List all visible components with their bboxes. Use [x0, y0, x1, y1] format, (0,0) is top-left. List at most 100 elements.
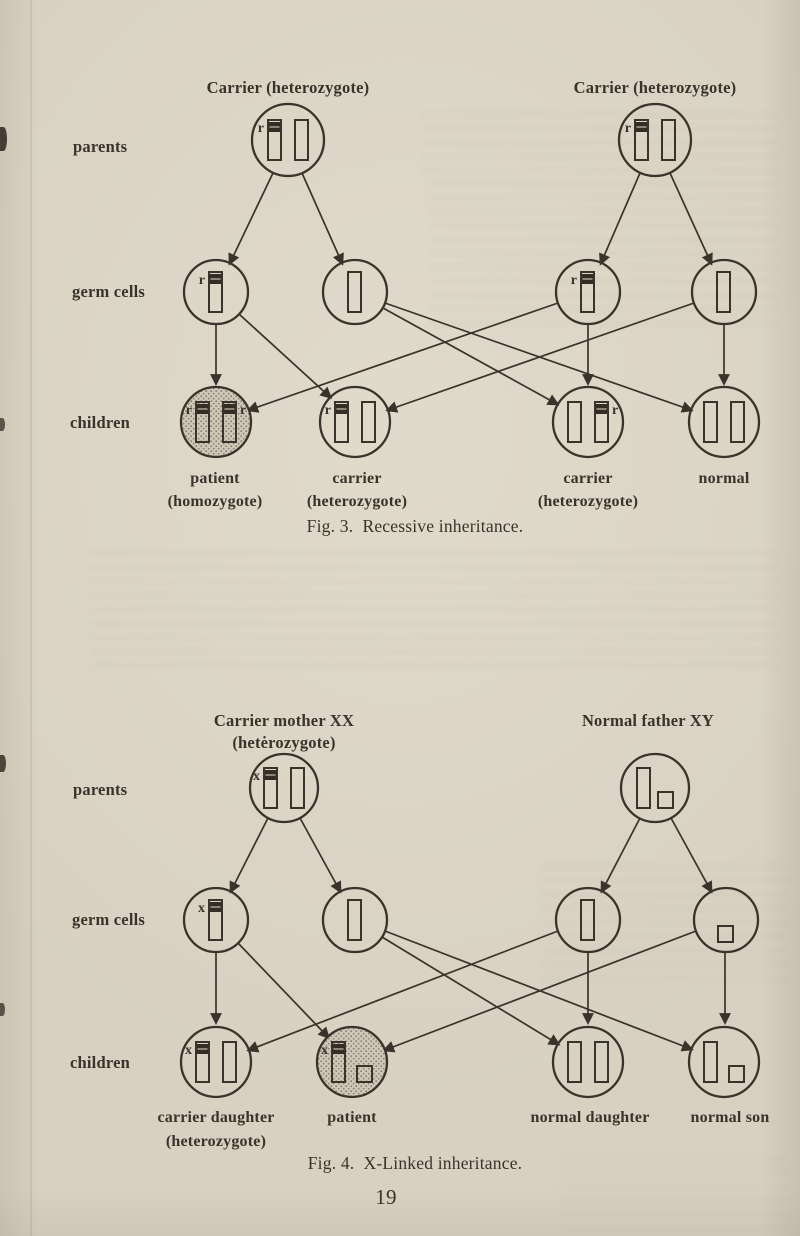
chromosome-banded-bar: [267, 119, 282, 161]
allele-label: r: [625, 121, 631, 136]
y-chromosome: [717, 925, 734, 943]
chromosome-bar: [703, 401, 718, 443]
descent-line: [669, 172, 713, 266]
descent-line: [299, 817, 342, 894]
allele-label: r: [186, 403, 192, 418]
descent-line: [599, 172, 641, 266]
fig4-mother-cell: [248, 752, 320, 824]
fig3-child-label: patient: [190, 470, 240, 487]
chromosome-bar: [222, 1041, 237, 1083]
descent-line: [246, 302, 559, 413]
chromosome-bar: [567, 401, 582, 443]
descent-line: [228, 172, 274, 266]
fig4-row-label-children: children: [70, 1053, 130, 1072]
allele-label: r: [325, 403, 331, 418]
descent-line: [600, 817, 641, 894]
fig4-xlinked-diagram: Carrier mother XX (hetėrozygote) Normal…: [70, 711, 769, 1173]
descent-line: [301, 172, 344, 266]
fig3-row-label-germ-cells: germ cells: [72, 282, 145, 301]
fig3-germ-cell-1: [182, 258, 250, 326]
chromosome-banded-bar: [334, 401, 349, 443]
scan-edge-mark: [0, 755, 6, 772]
fig4-child-label: normal daughter: [531, 1109, 650, 1126]
fig3-header-left: Carrier (heterozygote): [207, 78, 370, 97]
scan-edge-mark: [0, 127, 7, 151]
allele-label: r: [612, 403, 618, 418]
chromosome-banded-bar: [594, 401, 609, 443]
fig4-header-left: (hetėrozygote): [232, 733, 335, 752]
fig3-child-label: (heterozygote): [307, 493, 407, 510]
chromosome-banded-bar: [208, 271, 223, 313]
page-number: 19: [375, 1185, 396, 1209]
fig4-child-normal-daughter-cell: [551, 1025, 625, 1099]
fig3-child-label: (heterozygote): [538, 493, 638, 510]
scan-edge-mark: [0, 1003, 5, 1016]
descent-line: [670, 817, 713, 894]
fig3-child-label: carrier: [332, 470, 381, 487]
fig3-child-normal-cell: [687, 385, 761, 459]
y-chromosome: [657, 791, 674, 809]
chromosome-banded-bar: [208, 899, 223, 941]
fig4-germ-cell-3: [554, 886, 622, 954]
fig4-caption: Fig. 4. X-Linked inheritance.: [308, 1153, 523, 1173]
fig3-row-label-children: children: [70, 413, 130, 432]
fig4-child-patient-cell: [315, 1025, 389, 1099]
fig3-child-label: carrier: [563, 470, 612, 487]
fig4-child-carrier-daughter-cell: [179, 1025, 253, 1099]
descent-line: [382, 307, 560, 406]
allele-label: r: [258, 121, 264, 136]
fig4-header-right: Normal father XY: [582, 711, 714, 730]
fig3-parent-right-cell: [617, 102, 693, 178]
allele-label: r: [240, 403, 246, 418]
fig4-child-label: carrier daughter: [157, 1109, 274, 1126]
chromosome-bar: [730, 401, 745, 443]
allele-label: x: [253, 769, 260, 784]
chromosome-bar: [636, 767, 651, 809]
page-crease: [30, 0, 32, 1236]
descent-line: [238, 313, 333, 400]
fig3-caption: Fig. 3. Recessive inheritance.: [307, 516, 524, 536]
descent-line: [384, 930, 694, 1052]
chromosome-bar: [594, 1041, 609, 1083]
y-chromosome: [728, 1065, 745, 1083]
chromosome-bar: [703, 1041, 718, 1083]
fig3-child-carrier-cell-2: [551, 385, 625, 459]
fig4-header-left: Carrier mother XX: [214, 711, 354, 730]
descent-line: [246, 930, 559, 1053]
descent-line: [385, 302, 695, 413]
allele-label: x: [198, 901, 205, 916]
chromosome-bar: [567, 1041, 582, 1083]
fig4-row-label-germ-cells: germ cells: [72, 910, 145, 929]
descent-line: [229, 817, 269, 894]
fig4-germ-cell-2: [321, 886, 389, 954]
fig4-child-label: patient: [327, 1109, 377, 1126]
chromosome-banded-bar: [580, 271, 595, 313]
scan-edge-mark: [0, 418, 5, 431]
allele-label: r: [199, 273, 205, 288]
chromosome-bar: [661, 119, 676, 161]
fig3-germ-cell-2: [321, 258, 389, 326]
chromosome-bar: [347, 899, 362, 941]
fig4-father-cell: [619, 752, 691, 824]
fig4-germ-cell-4: [692, 886, 760, 954]
descent-line: [382, 930, 697, 1053]
fig3-parent-left-cell: [250, 102, 326, 178]
allele-label: r: [571, 273, 577, 288]
chromosome-bar: [580, 899, 595, 941]
fig3-germ-cell-4: [690, 258, 758, 326]
fig4-row-label-parents: parents: [73, 780, 128, 799]
fig4-germ-cell-1: [182, 886, 250, 954]
descent-line: [384, 302, 694, 413]
chromosome-banded-bar: [634, 119, 649, 161]
fig3-child-patient-cell: [179, 385, 253, 459]
descent-line: [381, 936, 561, 1046]
fig3-row-label-parents: parents: [73, 137, 128, 156]
fig4-child-label: normal son: [691, 1109, 770, 1126]
fig4-child-normal-son-cell: [687, 1025, 761, 1099]
fig4-child-label: (heterozygote): [166, 1133, 266, 1150]
chromosome-bar: [290, 767, 305, 809]
chromosome-bar: [294, 119, 309, 161]
fig3-recessive-diagram: Carrier (heterozygote) Carrier (heterozy…: [70, 78, 761, 536]
fig3-child-carrier-cell-1: [318, 385, 392, 459]
